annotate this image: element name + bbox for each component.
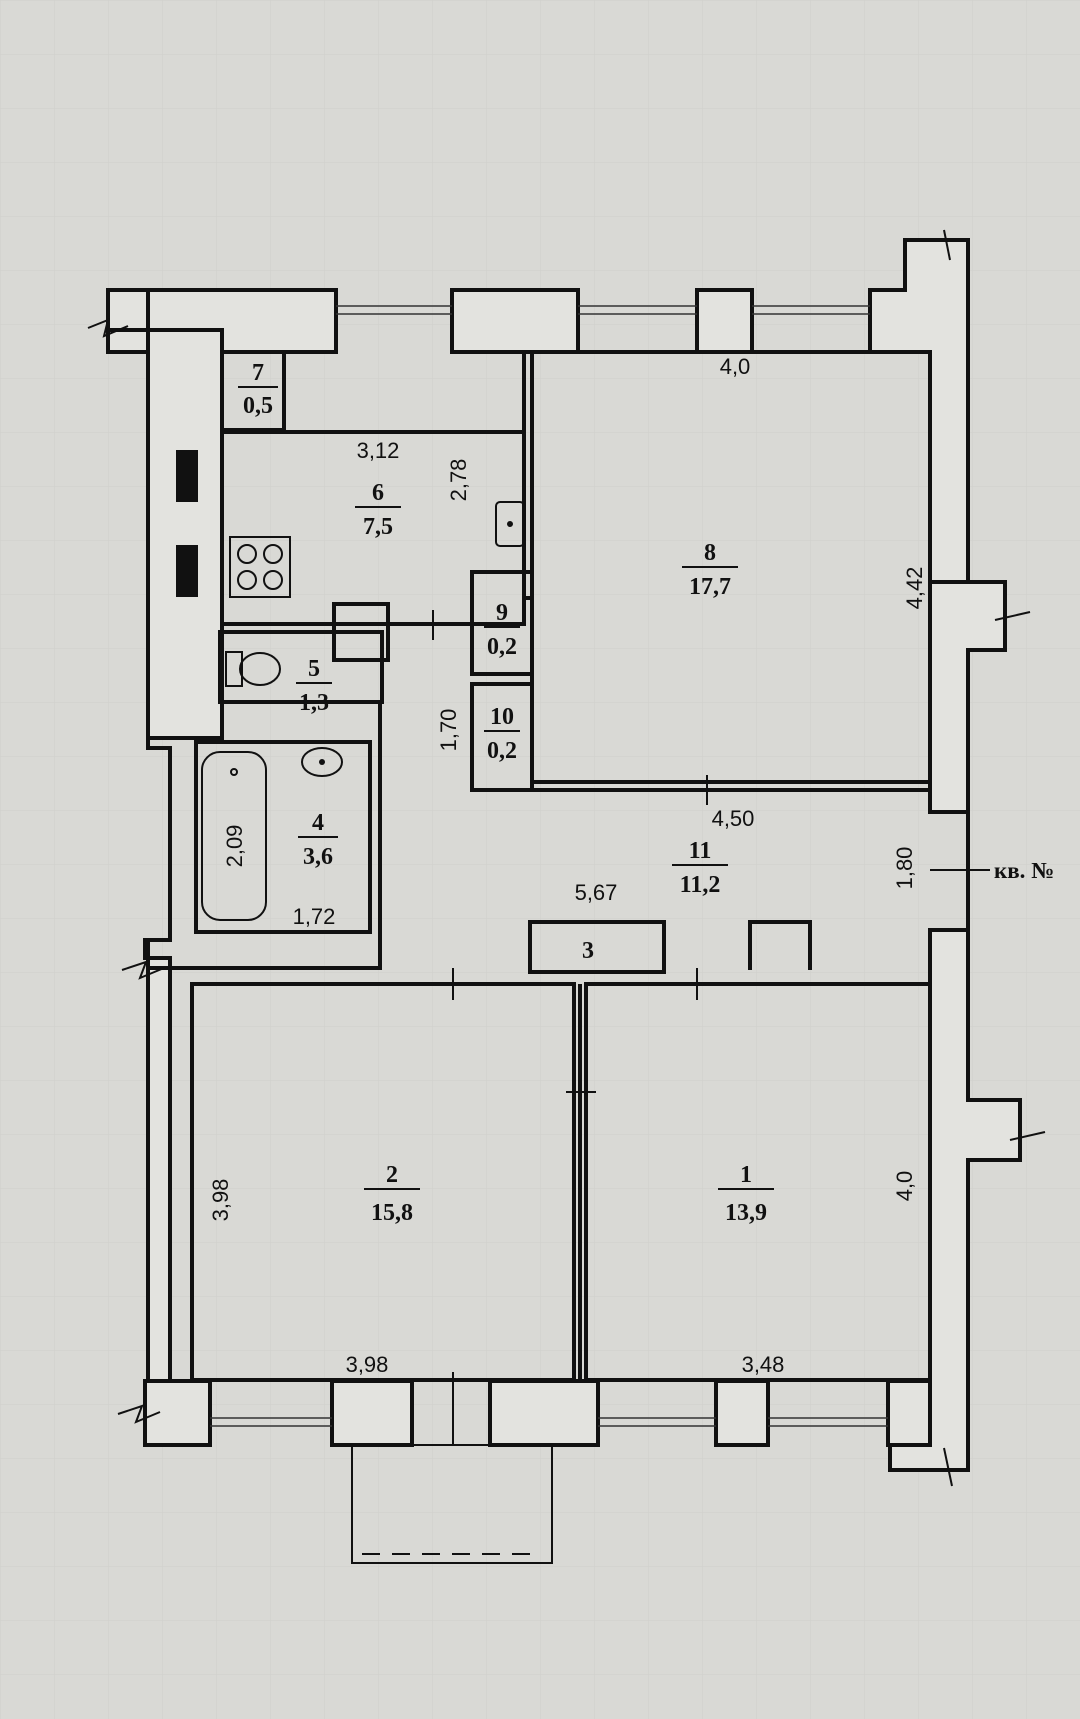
room-4-label: 4 3,6 [298,810,338,870]
kitchen-width-dim: 3,12 [357,438,400,463]
bath-width-dim: 1,72 [293,904,336,929]
windows [210,305,888,1427]
break-marks [87,229,1046,1487]
room-5-label: 5 1,3 [296,656,332,716]
svg-text:13,9: 13,9 [725,1200,767,1226]
svg-text:11,2: 11,2 [680,872,721,898]
room-11-label: 11 11,2 [672,838,728,898]
svg-text:9: 9 [496,600,508,626]
room8-bottom-dim: 4,50 [712,806,755,831]
room-2-label: 2 15,8 [364,1162,420,1226]
vent-duct-top [176,450,198,502]
corridor-depth-dim: 1,70 [436,709,461,752]
stove-icon [229,536,291,598]
room8-width-dim: 4,0 [720,354,751,379]
svg-text:0,5: 0,5 [243,393,273,419]
kitchen-sink-icon [495,501,525,547]
svg-text:17,7: 17,7 [689,574,731,600]
interior-walls [148,350,932,1382]
bath-length-dim: 2,09 [222,825,247,868]
toilet-icon [225,651,281,687]
room8-depth-dim: 4,42 [902,567,927,610]
svg-text:1: 1 [740,1162,752,1188]
svg-text:6: 6 [372,480,384,506]
entry-width-dim: 1,80 [892,847,917,890]
room-10-label: 10 0,2 [484,704,520,764]
room-7-label: 7 0,5 [238,360,278,419]
room1-width-dim: 3,48 [742,1352,785,1377]
kitchen-depth-dim: 2,78 [446,459,471,502]
svg-text:4: 4 [312,810,324,836]
svg-text:7,5: 7,5 [363,514,393,540]
room-8-label: 8 17,7 [682,540,738,600]
svg-text:5: 5 [308,656,320,682]
vent-duct-bottom [176,545,198,597]
room1-depth-dim: 4,0 [892,1171,917,1202]
svg-text:15,8: 15,8 [371,1200,413,1226]
svg-text:11: 11 [689,838,712,864]
room-6-label: 6 7,5 [355,480,401,540]
neighbor-ref-label: кв. № [994,858,1054,883]
svg-text:7: 7 [252,360,264,386]
svg-text:0,2: 0,2 [487,738,517,764]
svg-text:10: 10 [490,704,514,730]
closet-label: 3 [582,938,594,964]
svg-text:2: 2 [386,1162,398,1188]
bathtub-icon [201,751,267,921]
room2-depth-dim: 3,98 [208,1179,233,1222]
room-9-label: 9 0,2 [484,600,520,660]
door-marks [394,610,750,1445]
room-1-label: 1 13,9 [718,1162,774,1226]
svg-text:0,2: 0,2 [487,634,517,660]
svg-text:8: 8 [704,540,716,566]
room2-width-dim: 3,98 [346,1352,389,1377]
svg-text:3,6: 3,6 [303,844,333,870]
bath-sink-icon [301,747,343,777]
hall-length-dim: 5,67 [575,880,618,905]
svg-text:1,3: 1,3 [299,690,329,716]
